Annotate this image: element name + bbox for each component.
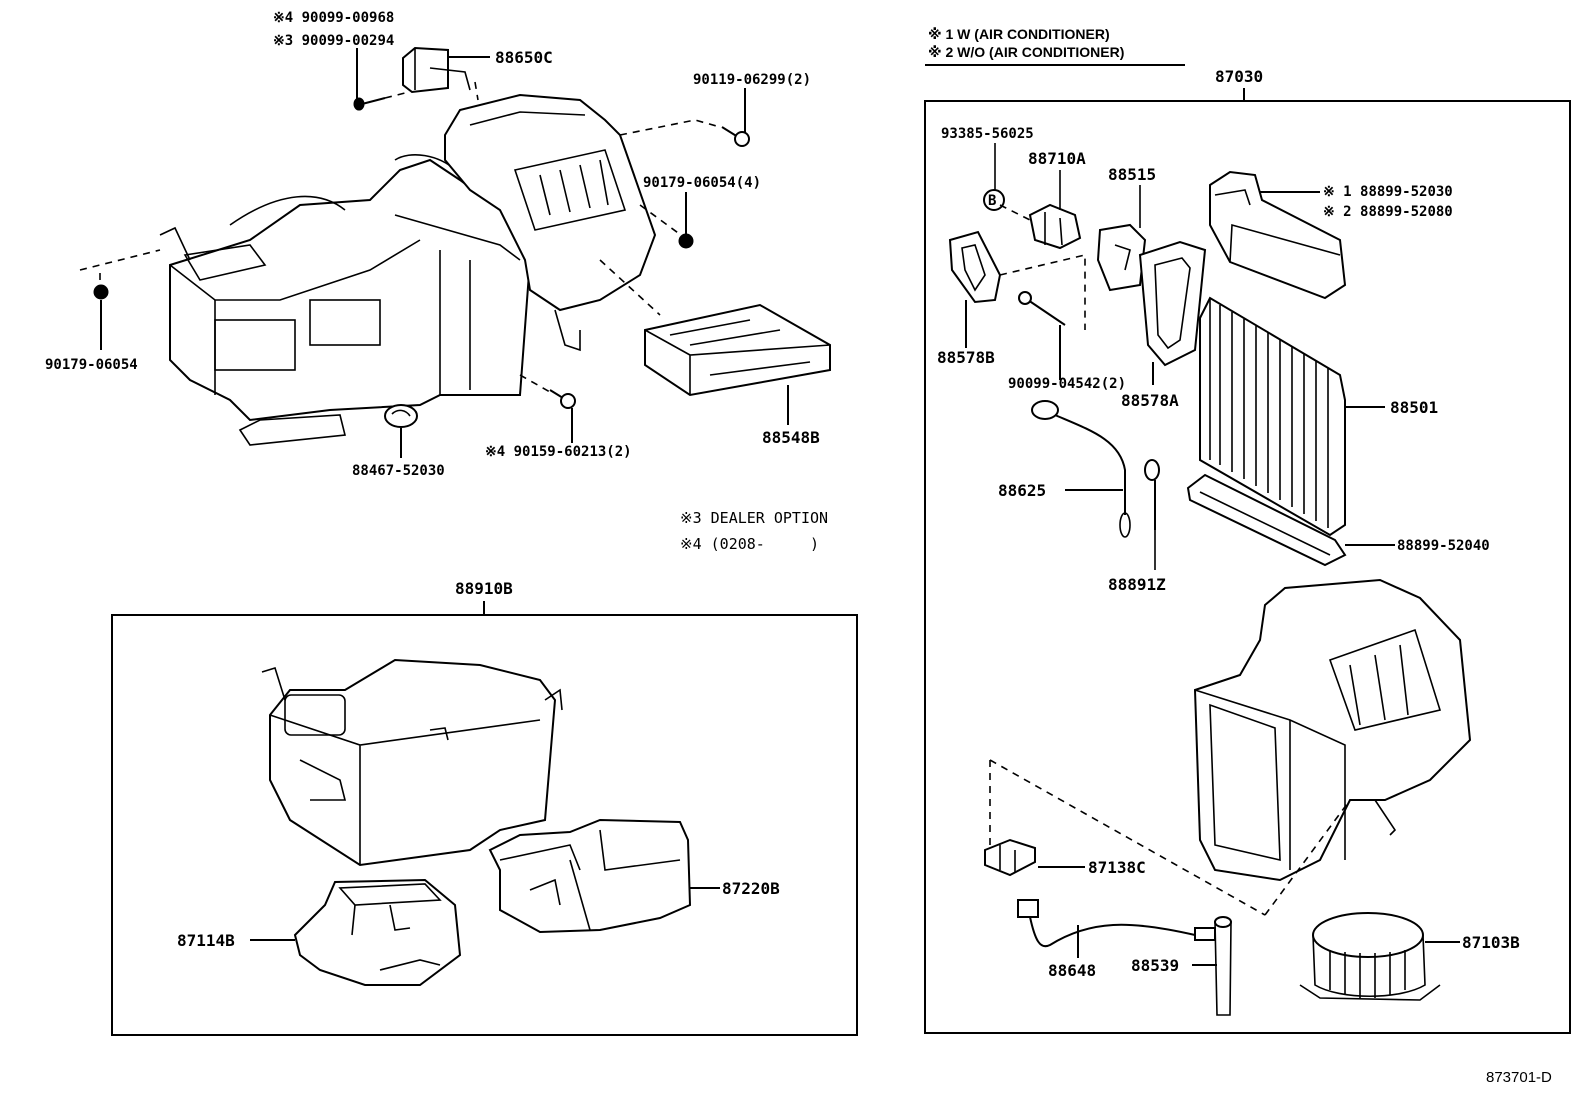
label-87138C: 87138C <box>1088 858 1146 877</box>
label-90119-06299: 90119-06299(2) <box>693 72 811 88</box>
part-88515-drawing <box>1096 223 1147 292</box>
label-88467-52030: 88467-52030 <box>352 463 445 479</box>
resistor-87138C-drawing <box>984 838 1036 877</box>
label-90099-00968: ※4 90099-00968 <box>273 10 394 26</box>
duct-87114B-drawing <box>293 878 462 986</box>
heater-unit-drawing <box>159 154 532 446</box>
alignment-line <box>519 374 551 393</box>
alignment-line <box>384 81 479 101</box>
heater-case-drawing <box>261 658 563 867</box>
legend-with-ac: ※ 1 W (AIR CONDITIONER) <box>928 26 1110 42</box>
figure-reference: 873701-D <box>1486 1069 1552 1086</box>
label-88548B: 88548B <box>762 428 820 447</box>
ac-cover-drawing <box>1209 170 1347 300</box>
sensor-88891Z-drawing <box>1144 459 1160 570</box>
label-88515: 88515 <box>1108 165 1156 184</box>
nut-90179-4-drawing <box>678 233 694 249</box>
seal-88578A-drawing <box>1138 240 1207 367</box>
screw-90159-drawing <box>549 389 576 409</box>
label-88501: 88501 <box>1390 398 1438 417</box>
assembly-box-88910B <box>111 614 858 1036</box>
note-date-range: ※4 (0208- ) <box>680 535 819 553</box>
label-87103B: 87103B <box>1462 933 1520 952</box>
blower-housing-87220B-drawing <box>488 818 692 934</box>
label-90179-06054: 90179-06054 <box>45 357 138 373</box>
label-88648: 88648 <box>1048 961 1096 980</box>
alignment-line <box>999 204 1031 221</box>
label-88899-52030: ※ 1 88899-52030 <box>1323 184 1453 200</box>
blower-case-drawing <box>444 93 657 352</box>
label-88625: 88625 <box>998 481 1046 500</box>
nut-90179-drawing <box>93 284 109 300</box>
alignment-line <box>989 759 1266 916</box>
label-88899-52080: ※ 2 88899-52080 <box>1323 204 1453 220</box>
assembly-label-88910B: 88910B <box>455 579 513 598</box>
assembly-label-87030: 87030 <box>1215 67 1263 86</box>
seal-88578B-drawing <box>948 230 1002 304</box>
alignment-line <box>639 204 686 239</box>
bolt-90119-drawing <box>721 126 750 147</box>
alignment-line <box>1264 799 1351 916</box>
clip-88467-drawing <box>384 404 418 428</box>
alignment-line <box>599 259 661 316</box>
label-90159-60213: ※4 90159-60213(2) <box>485 444 632 460</box>
sensor-88710A-drawing <box>1028 203 1082 250</box>
thermistor-88625-drawing <box>1031 400 1131 538</box>
evaporator-88501-drawing <box>1199 296 1346 537</box>
label-93385-56025: 93385-56025 <box>941 126 1034 142</box>
rod-88539-drawing <box>1214 916 1232 1016</box>
bracket-88650C-drawing <box>402 46 471 94</box>
blower-unit-drawing <box>1193 578 1472 882</box>
top-left-group: ※4 90099-00968 ※3 90099-00294 88650C 901… <box>45 10 831 553</box>
filter-88548B-drawing <box>644 303 831 397</box>
label-88899-52040: 88899-52040 <box>1397 538 1490 554</box>
wire-88648-drawing <box>1017 899 1216 948</box>
bolt-90099-04542-drawing <box>1018 291 1066 326</box>
alignment-line <box>999 253 1086 330</box>
marker-B: B <box>983 189 1005 211</box>
label-90099-04542: 90099-04542(2) <box>1008 376 1126 392</box>
note-dealer-option: ※3 DEALER OPTION <box>680 509 828 527</box>
label-88539: 88539 <box>1131 956 1179 975</box>
label-90179-06054-4: 90179-06054(4) <box>643 175 761 191</box>
alignment-line <box>79 249 161 271</box>
label-88578B: 88578B <box>937 348 995 367</box>
alignment-line <box>619 119 721 136</box>
fan-motor-87103B-drawing <box>1299 912 1441 1001</box>
label-88891Z: 88891Z <box>1108 575 1166 594</box>
label-88578A: 88578A <box>1121 391 1179 410</box>
label-88650C: 88650C <box>495 48 553 67</box>
bottom-left-group: 88910B 87220B 87114B <box>111 579 858 1036</box>
label-90099-00294: ※3 90099-00294 <box>273 33 394 49</box>
right-group: ※ 1 W (AIR CONDITIONER) ※ 2 W/O (AIR CON… <box>924 26 1571 1034</box>
assembly-box-87030 <box>924 100 1571 1034</box>
label-88710A: 88710A <box>1028 149 1086 168</box>
tray-88899-52040-drawing <box>1186 473 1347 567</box>
legend-without-ac: ※ 2 W/O (AIR CONDITIONER) <box>928 44 1124 60</box>
label-87114B: 87114B <box>177 931 235 950</box>
svg-text:B: B <box>988 193 996 209</box>
screw-90099-drawing <box>353 97 386 111</box>
label-87220B: 87220B <box>722 879 780 898</box>
